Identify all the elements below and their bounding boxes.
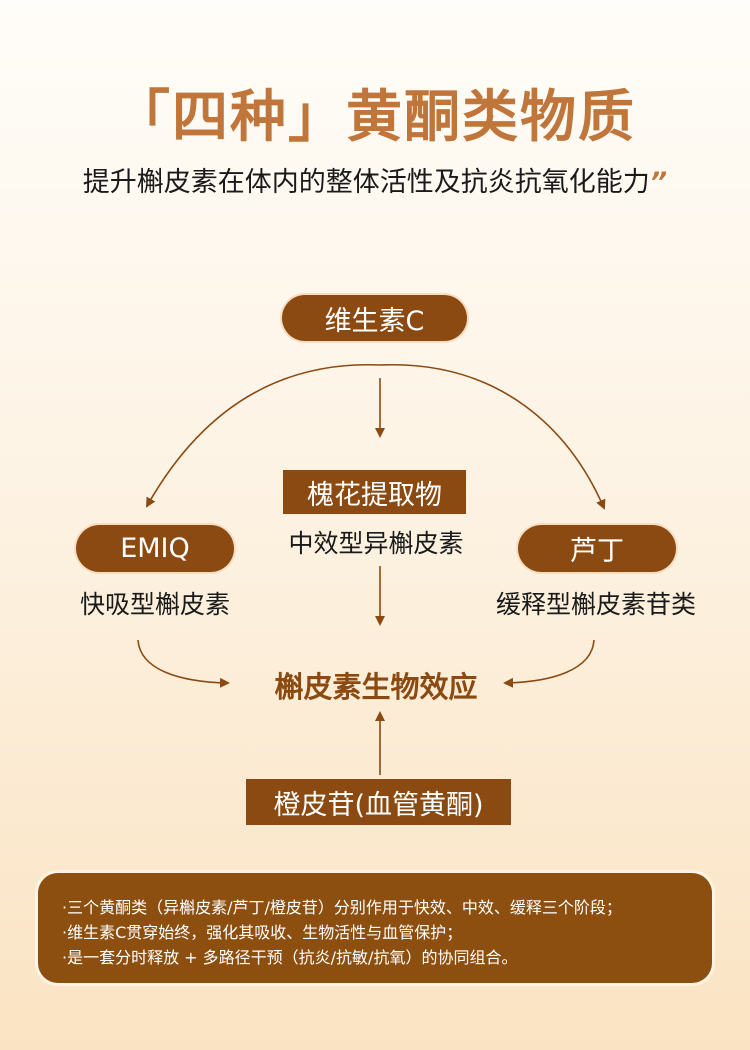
node-vitamin-c: 维生素C <box>282 295 467 341</box>
node-quercetin-effect: 槲皮素生物效应 <box>274 670 478 704</box>
arrow-emiq-to-effect <box>137 639 230 688</box>
arrow-rutin-to-effect <box>503 639 595 688</box>
label-isoquercitrin: 中效型异槲皮素 <box>288 529 464 558</box>
subtitle: 提升槲皮素在体内的整体活性及抗炎抗氧化能力” <box>0 160 750 199</box>
note-item: ·维生素C贯穿始终，强化其吸收、生物活性与血管保护； <box>62 923 463 942</box>
label-fast-quercetin: 快吸型槲皮素 <box>79 590 230 619</box>
node-emiq: EMIQ <box>76 525 234 572</box>
label-slow-quercetin-glycosides: 缓释型槲皮素苷类 <box>495 590 696 619</box>
note-item: ·是一套分时释放 + 多路径干预（抗炎/抗敏/抗氧）的协同组合。 <box>62 948 518 967</box>
page-title: 「四种」黄酮类物质 <box>114 85 636 150</box>
arrow-vitc-to-emiq <box>146 364 381 508</box>
node-rutin: 芦丁 <box>518 525 676 572</box>
notes-box: ·三个黄酮类（异槲皮素/芦丁/橙皮苷）分别作用于快效、中效、缓释三个阶段； ·维… <box>38 873 712 983</box>
subtitle-text: 提升槲皮素在体内的整体活性及抗炎抗氧化能力 <box>82 167 650 198</box>
note-item: ·三个黄酮类（异槲皮素/芦丁/橙皮苷）分别作用于快效、中效、缓释三个阶段； <box>62 898 622 917</box>
arrow-vitc-to-rutin <box>379 364 606 510</box>
node-sophora-extract: 槐花提取物 <box>283 470 466 514</box>
quote-mark: ” <box>649 167 668 198</box>
node-hesperidin: 橙皮苷(血管黄酮) <box>246 779 511 825</box>
